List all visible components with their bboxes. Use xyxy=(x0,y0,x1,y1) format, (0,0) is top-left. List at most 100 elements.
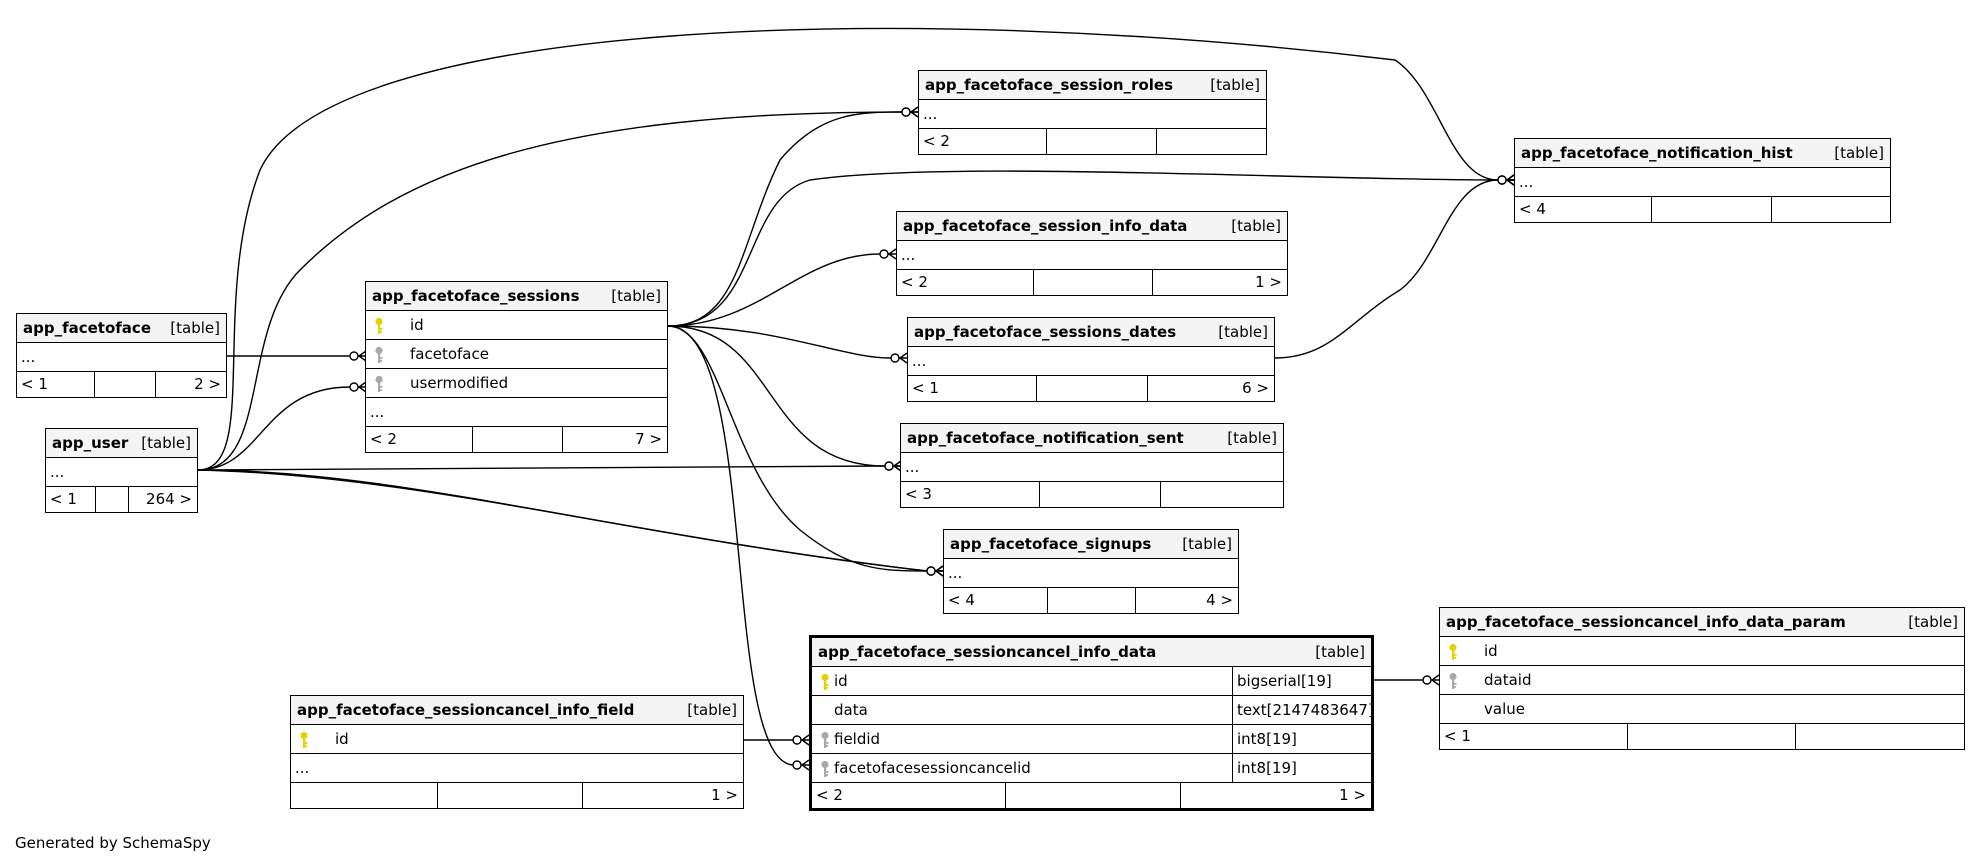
table-kind: [table] xyxy=(1834,144,1884,162)
table-header: app_facetoface_session_roles[table] xyxy=(919,71,1266,100)
table-header: app_facetoface_signups[table] xyxy=(944,530,1238,559)
child-count: 2 > xyxy=(194,375,221,393)
table-row: ... xyxy=(17,343,226,372)
footer-cell xyxy=(908,376,1037,401)
table-row[interactable]: id xyxy=(291,725,743,754)
table-footer: < 4 xyxy=(1515,197,1890,222)
parent-count: < 1 xyxy=(912,379,939,397)
column-name: data xyxy=(834,701,868,719)
zero-or-many-marker xyxy=(1497,174,1515,186)
table-kind: [table] xyxy=(1218,323,1268,341)
relationship-line xyxy=(197,469,928,572)
zero-or-many-marker xyxy=(792,759,810,771)
table-app-facetoface-notification-sent[interactable]: app_facetoface_notification_sent[table].… xyxy=(900,423,1284,508)
column-type: text[2147483647] xyxy=(1232,696,1374,724)
table-app-facetoface-sessioncancel-info-field[interactable]: app_facetoface_sessioncancel_info_field[… xyxy=(290,695,744,809)
table-row: ... xyxy=(944,559,1238,588)
more-columns: ... xyxy=(901,246,916,264)
child-count: 6 > xyxy=(1242,379,1269,397)
table-row[interactable]: id xyxy=(1440,637,1964,666)
zero-or-many-marker xyxy=(926,565,944,577)
column-type: bigserial[19] xyxy=(1232,667,1332,695)
table-row: ... xyxy=(908,347,1274,376)
table-app-facetoface-notification-hist[interactable]: app_facetoface_notification_hist [table].… xyxy=(1514,138,1891,223)
table-row: ... xyxy=(46,458,197,487)
table-kind: [table] xyxy=(1231,217,1281,235)
table-footer: < 1 2 > xyxy=(17,372,226,397)
more-columns: ... xyxy=(905,458,920,476)
zero-or-many-marker xyxy=(1422,674,1440,686)
table-app-facetoface-sessioncancel-info-data[interactable]: app_facetoface_sessioncancel_info_data[t… xyxy=(809,635,1374,811)
table-row[interactable]: data text[2147483647] xyxy=(812,696,1374,725)
footer-cell xyxy=(1037,376,1148,401)
relationship-line xyxy=(197,469,928,572)
table-app-facetoface[interactable]: app_facetoface[table]... < 1 2 > xyxy=(16,313,227,398)
table-row: ... xyxy=(291,754,743,783)
footer-cell xyxy=(1040,482,1161,507)
parent-count: < 4 xyxy=(1519,200,1546,218)
child-count: 7 > xyxy=(635,430,662,448)
table-app-facetoface-session-roles[interactable]: app_facetoface_session_roles[table]...< … xyxy=(918,70,1267,155)
primary-key-icon xyxy=(297,730,311,748)
footer-cell xyxy=(1047,129,1157,154)
footer-cell xyxy=(1628,724,1796,749)
table-kind: [table] xyxy=(1182,535,1232,553)
table-app-facetoface-session-info-data[interactable]: app_facetoface_session_info_data[table].… xyxy=(896,211,1288,296)
zero-or-many-marker xyxy=(901,106,919,118)
footer-cell xyxy=(438,783,583,808)
table-row[interactable]: usermodified xyxy=(366,369,667,398)
relationship-line xyxy=(667,325,928,572)
parent-count: < 2 xyxy=(901,273,928,291)
table-row[interactable]: dataid xyxy=(1440,666,1964,695)
table-app-facetoface-sessioncancel-info-data-param[interactable]: app_facetoface_sessioncancel_info_data_p… xyxy=(1439,607,1965,750)
relationship-line xyxy=(197,386,351,471)
table-name: app_facetoface_sessioncancel_info_field xyxy=(297,701,635,719)
more-columns: ... xyxy=(295,759,310,777)
child-count: 1 > xyxy=(1339,786,1366,804)
zero-or-many-marker xyxy=(901,106,919,118)
column-name: id xyxy=(410,316,424,334)
table-header: app_facetoface[table] xyxy=(17,314,226,343)
table-header: app_facetoface_sessioncancel_info_field[… xyxy=(291,696,743,725)
table-kind: [table] xyxy=(611,287,661,305)
footer-cell xyxy=(96,487,129,512)
zero-or-many-marker xyxy=(349,381,367,393)
column-type: int8[19] xyxy=(1232,754,1297,782)
table-row[interactable]: value xyxy=(1440,695,1964,724)
footer-cell xyxy=(897,270,1034,295)
table-kind: [table] xyxy=(1227,429,1277,447)
table-name: app_user xyxy=(52,434,129,452)
table-name: app_facetoface_notification_hist xyxy=(1521,144,1793,162)
table-app-facetoface-sessions-dates[interactable]: app_facetoface_sessions_dates[table]...<… xyxy=(907,317,1275,402)
column-name: facetoface xyxy=(410,345,489,363)
table-header: app_user[table] xyxy=(46,429,197,458)
table-row: ... xyxy=(1515,168,1890,197)
column-name: fieldid xyxy=(834,730,881,748)
table-row[interactable]: facetofacesessioncancelid int8[19] xyxy=(812,754,1371,783)
parent-count: < 1 xyxy=(21,375,48,393)
foreign-key-icon xyxy=(818,730,832,748)
foreign-key-icon xyxy=(818,759,832,777)
zero-or-many-marker xyxy=(926,565,944,577)
more-columns: ... xyxy=(1519,173,1534,191)
table-row[interactable]: id xyxy=(366,311,667,340)
more-columns: ... xyxy=(370,403,385,421)
zero-or-many-marker xyxy=(926,565,944,577)
table-row: ... xyxy=(897,241,1287,270)
table-row[interactable]: facetoface xyxy=(366,340,667,369)
column-name: facetofacesessioncancelid xyxy=(834,759,1031,777)
footer-cell xyxy=(1515,197,1652,222)
table-footer: < 3 xyxy=(901,482,1283,507)
footer-cell xyxy=(291,783,438,808)
table-kind: [table] xyxy=(1315,643,1365,661)
parent-count: < 4 xyxy=(948,591,975,609)
more-columns: ... xyxy=(923,105,938,123)
